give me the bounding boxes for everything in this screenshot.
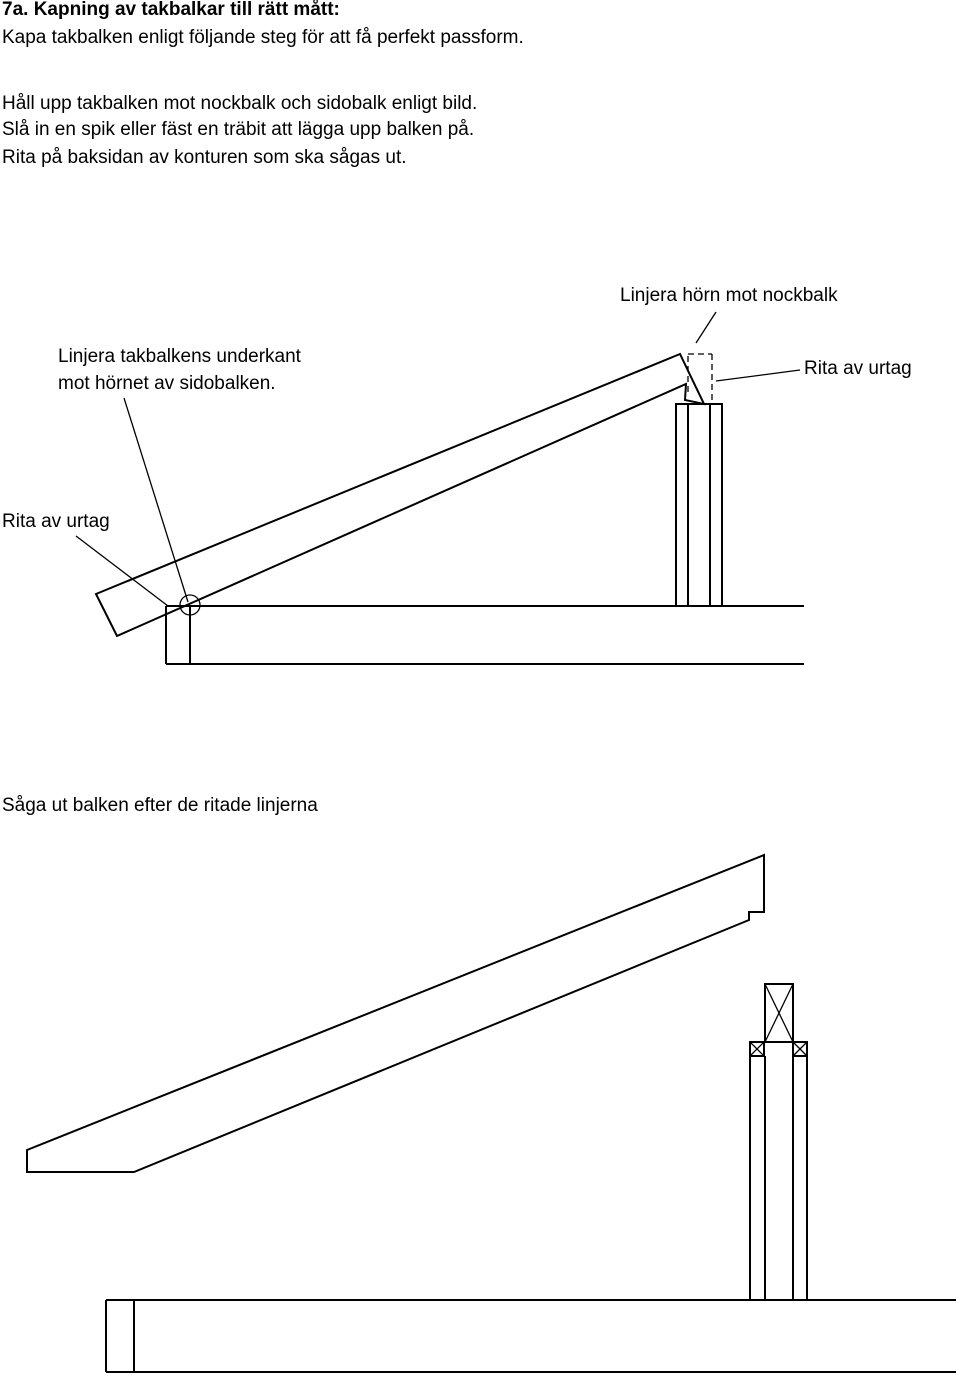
intro-text: Kapa takbalken enligt följande steg för …	[2, 27, 524, 48]
step-2-text: Slå in en spik eller fäst en träbit att …	[2, 119, 475, 140]
label-cut-out: Såga ut balken efter de ritade linjerna	[2, 795, 318, 816]
step-1-text: Håll upp takbalken mot nockbalk och sido…	[2, 93, 478, 114]
label-mark-notch-right: Rita av urtag	[804, 358, 912, 379]
step-3-text: Rita på baksidan av konturen som ska såg…	[2, 147, 407, 168]
small-block-left-cross-b	[749, 1041, 765, 1057]
leader-align-corner	[695, 311, 717, 344]
corner-marker-circle	[179, 594, 201, 616]
upper-drawing	[75, 311, 804, 665]
leader-notch-left	[75, 535, 169, 607]
leader-underside	[123, 397, 189, 603]
label-align-underside-line1: Linjera takbalkens underkant	[58, 346, 301, 367]
label-align-underside-line2: mot hörnet av sidobalken.	[58, 373, 276, 394]
rafter-cut	[26, 853, 765, 1173]
ridge-post-lower	[749, 1041, 808, 1301]
lower-drawing	[26, 853, 956, 1373]
rafter-upper	[94, 352, 706, 638]
label-align-corner: Linjera hörn mot nockbalk	[620, 285, 838, 306]
leader-notch-right	[715, 369, 801, 382]
label-mark-notch-left: Rita av urtag	[2, 511, 110, 532]
ridge-post-outer	[675, 403, 723, 607]
small-block-right-cross-b	[792, 1041, 808, 1057]
ridge-block-cross-b	[764, 983, 794, 1043]
page-heading: 7a. Kapning av takbalkar till rätt mått:	[2, 0, 340, 20]
